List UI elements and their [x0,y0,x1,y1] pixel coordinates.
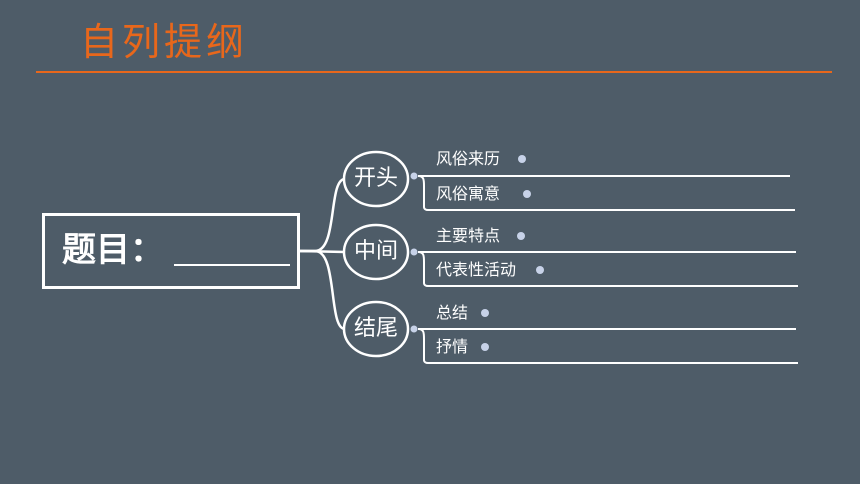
branch-2-label: 中间 [353,239,398,264]
branch-2-circle [342,223,410,281]
branch-3-circle [342,300,410,358]
branch-2-item-2-dot [536,266,544,274]
slide-title: 自列提纲 [80,20,249,64]
branch-3-label: 结尾 [353,316,398,341]
branch-2-item-1-dot [517,232,525,240]
branch-1-circle [342,150,410,208]
branch-1-item-2: 风俗寓意 [436,184,501,203]
branch-2-connector-dot [410,248,418,256]
topic-blank-line [174,264,290,266]
branch-1-connector-dot [410,172,418,180]
branch-2-item-2: 代表性活动 [436,260,517,279]
branch-3-connector-dot [410,325,418,333]
branch-3-item-2-dot [481,343,489,351]
branch-1-item-1-dot [518,155,526,163]
branch-1-item-1: 风俗来历 [436,149,501,168]
connector-topic-branch-3 [300,249,346,331]
branch-1-item-2-dot [523,190,531,198]
branch-3-item-2: 抒情 [436,337,469,356]
branch-1-leaf-connector-2 [417,175,795,211]
branch-2-leaf-connector-2 [417,251,798,287]
branch-2-item-1: 主要特点 [436,226,501,245]
connector-topic-branch-1 [300,177,346,253]
branch-3-item-1: 总结 [436,303,469,322]
title-underline [36,71,832,73]
branch-3-item-1-dot [481,309,489,317]
topic-label: 题目： [62,230,164,270]
branch-3-leaf-connector-2 [417,328,798,364]
branch-1-label: 开头 [353,166,398,191]
topic-box [42,213,300,289]
